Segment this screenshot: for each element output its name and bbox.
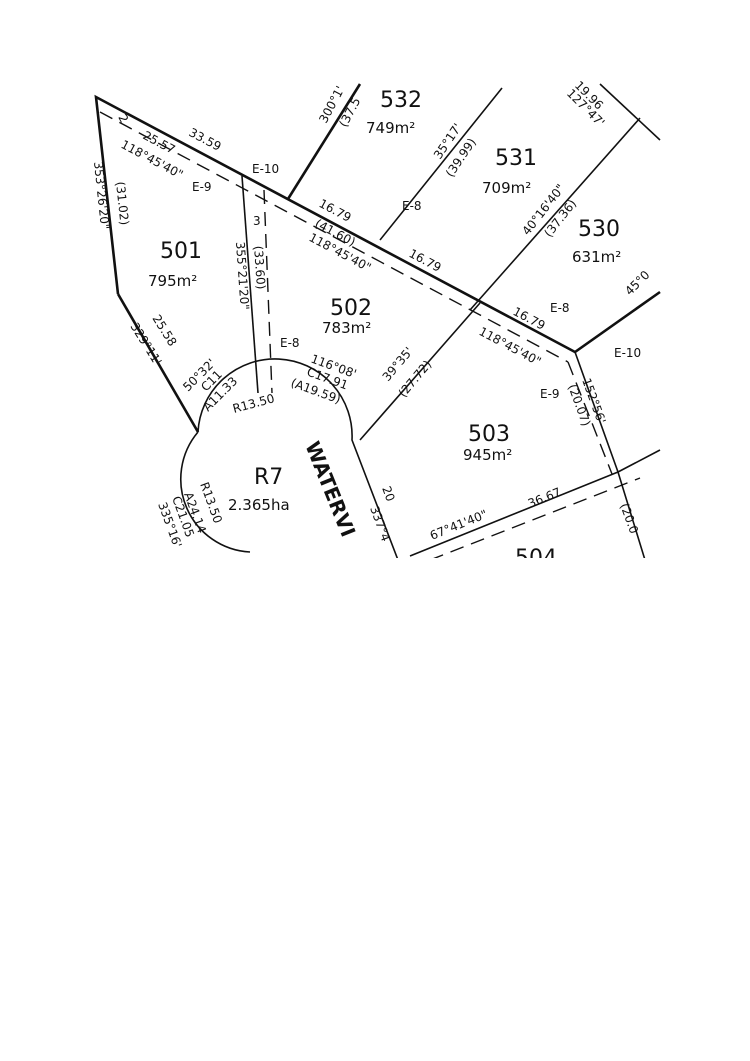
road-name: WATERVI <box>300 438 360 540</box>
lot-502-area: 783m² <box>322 319 371 337</box>
lot-532-number: 532 <box>380 88 422 113</box>
dim-label: R13.50 <box>231 391 276 416</box>
easement-lines <box>99 111 641 558</box>
dim-label: 2 <box>115 112 131 125</box>
dim-label: E-8 <box>402 199 422 213</box>
dim-label: 16.79 <box>407 246 444 274</box>
lot-502-number: 502 <box>330 296 372 321</box>
dim-label: (33.60) <box>251 245 268 290</box>
dim-label: 20 <box>379 484 397 503</box>
dim-label: E-9 <box>192 180 212 194</box>
dim-label: E-10 <box>252 162 279 176</box>
dim-label: E-9 <box>540 387 560 401</box>
lot-531-number: 531 <box>495 146 537 171</box>
dim-label: 45°0 <box>622 268 652 298</box>
lot-504-number: 504 <box>515 546 557 571</box>
dim-label: E-10 <box>614 346 641 360</box>
dim-label: 3 <box>253 214 261 228</box>
lot-501-area: 795m² <box>148 272 197 290</box>
boundary-lines <box>94 83 661 558</box>
dim-label: 355°21'20" <box>233 241 252 310</box>
reserve-r7-area: 2.365ha <box>228 496 290 514</box>
lot-531-area: 709m² <box>482 179 531 197</box>
dim-label: (20.0 <box>617 501 641 535</box>
lot-503-number: 503 <box>468 422 510 447</box>
dim-label: 67°41'40" <box>428 507 489 543</box>
lot-503-area: 945m² <box>463 446 512 464</box>
dim-label: E-8 <box>550 301 570 315</box>
dim-label: E-8 <box>280 336 300 350</box>
dim-label: (31.02) <box>113 181 131 226</box>
reserve-r7-number: R7 <box>254 465 283 490</box>
dim-label: 337°4 <box>367 504 393 543</box>
lot-501-number: 501 <box>160 239 202 264</box>
lot-530-area: 631m² <box>572 248 621 266</box>
lot-530-number: 530 <box>578 217 620 242</box>
dim-label: 353°26'20" <box>91 161 112 230</box>
dim-label: 36.67 <box>526 485 563 511</box>
lot-532-area: 749m² <box>366 119 415 137</box>
